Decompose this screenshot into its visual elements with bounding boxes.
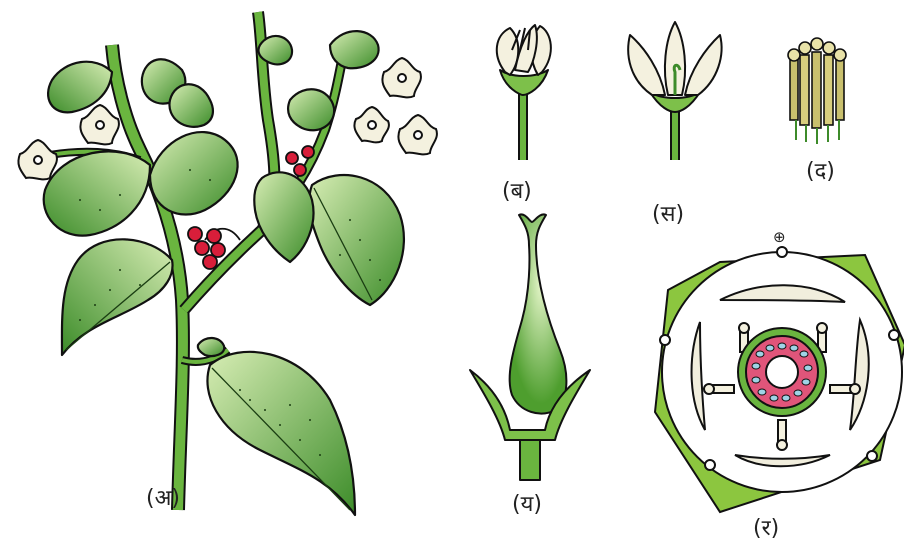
flower-mid <box>80 105 119 144</box>
leaf-top-left <box>48 62 112 113</box>
leaf-right-mid <box>254 172 313 262</box>
label-s: (स) <box>652 198 684 228</box>
flower-open-view <box>628 22 721 160</box>
flower-right-top <box>382 58 421 97</box>
leaf-left-large <box>44 151 150 235</box>
leaf-right-large <box>309 175 404 305</box>
actinomorphic-symbol: ⊕ <box>773 228 786 246</box>
stamen-cluster <box>788 38 846 144</box>
label-d: (द) <box>806 155 835 185</box>
flower-side-view <box>497 25 551 160</box>
leaf-upper-mid <box>169 84 212 127</box>
flower-right-low <box>398 115 437 154</box>
pistil <box>470 214 590 480</box>
flower-right-mid <box>354 107 389 142</box>
leaf-right-upper <box>288 89 334 130</box>
leaf-small-top <box>258 36 292 64</box>
floral-diagram <box>655 247 904 512</box>
leaf-top-right <box>330 31 379 68</box>
leaf-left-mid <box>62 239 173 355</box>
flower-left <box>18 140 57 179</box>
label-r: (र) <box>753 512 779 542</box>
leaf-small-bud <box>198 338 224 356</box>
label-a: (अ) <box>146 482 180 512</box>
label-y: (य) <box>512 488 542 518</box>
label-b: (ब) <box>502 175 532 205</box>
leaf-bottom-large <box>207 352 355 515</box>
leaf-center-large <box>150 132 238 214</box>
